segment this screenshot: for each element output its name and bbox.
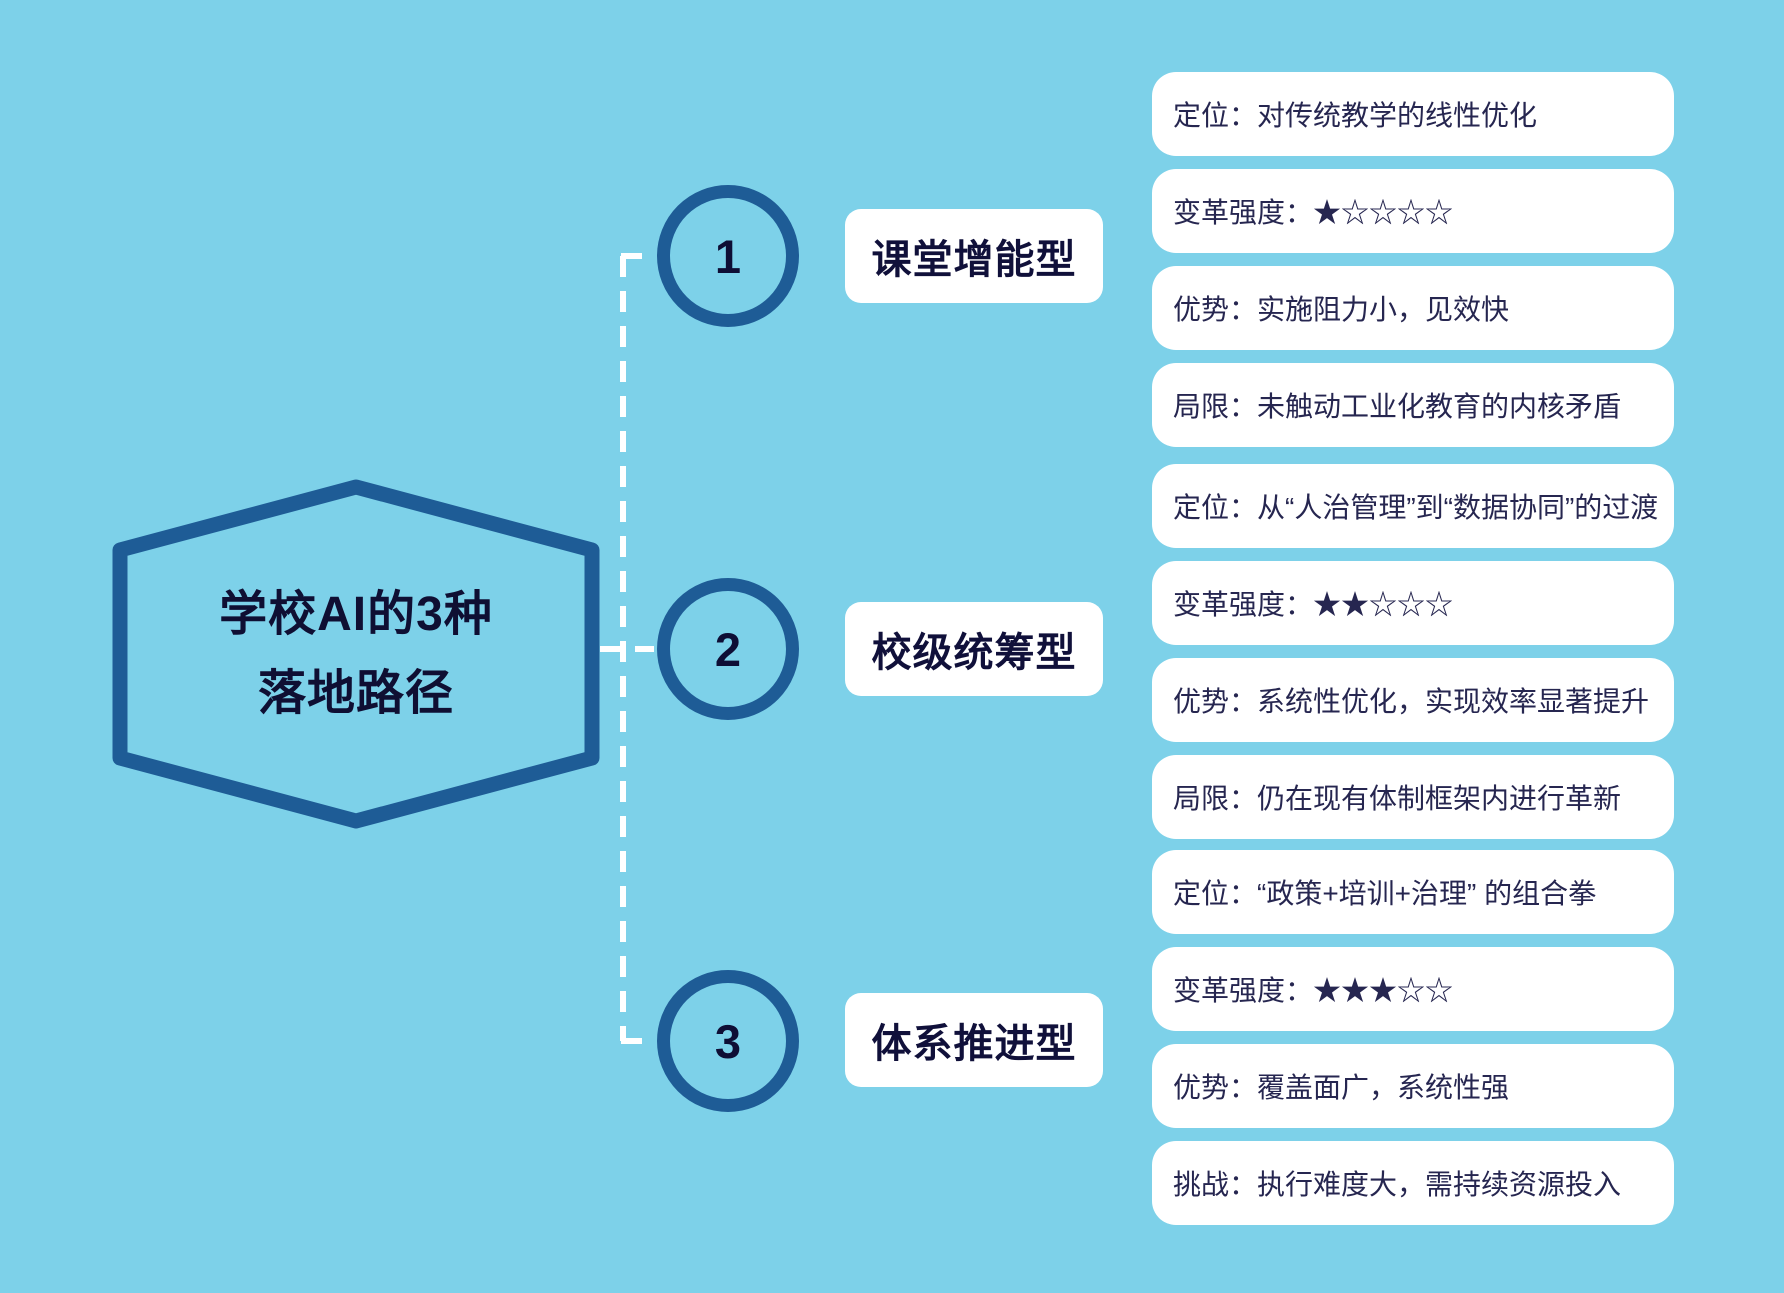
branch-2-card-limitation: 局限：仍在现有体制框架内进行革新 [1152, 755, 1674, 839]
central-topic-line2: 落地路径 [257, 667, 454, 720]
branch-2-number-circle: 2 [657, 578, 799, 720]
branch-3-card-positioning: 定位：“政策+培训+治理” 的组合拳 [1152, 850, 1674, 934]
central-topic: 学校AI的3种 落地路径 [120, 575, 592, 733]
branch-1-card-positioning: 定位：对传统教学的线性优化 [1152, 72, 1674, 156]
branch-2-card-group: 定位：从“人治管理”到“数据协同”的过渡 变革强度：★★☆☆☆ 优势：系统性优化… [1152, 464, 1674, 839]
branch-1-card-limitation: 局限：未触动工业化教育的内核矛盾 [1152, 363, 1674, 447]
branch-3-label: 体系推进型 [845, 993, 1103, 1087]
branch-1-card-advantage: 优势：实施阻力小，见效快 [1152, 266, 1674, 350]
branch-3-card-group: 定位：“政策+培训+治理” 的组合拳 变革强度：★★★☆☆ 优势：覆盖面广，系统… [1152, 850, 1674, 1225]
branch-3-card-challenge: 挑战：执行难度大，需持续资源投入 [1152, 1141, 1674, 1225]
branch-1-card-group: 定位：对传统教学的线性优化 变革强度：★☆☆☆☆ 优势：实施阻力小，见效快 局限… [1152, 72, 1674, 447]
branch-3-card-intensity: 变革强度：★★★☆☆ [1152, 947, 1674, 1031]
branch-3-number-circle: 3 [657, 970, 799, 1112]
branch-2-card-intensity: 变革强度：★★☆☆☆ [1152, 561, 1674, 645]
branch-1-number: 1 [714, 229, 742, 283]
connector-lines [600, 253, 654, 1044]
central-topic-line1: 学校AI的3种 [219, 588, 493, 641]
branch-3-card-advantage: 优势：覆盖面广，系统性强 [1152, 1044, 1674, 1128]
branch-3-number: 3 [714, 1014, 742, 1068]
branch-1-card-intensity: 变革强度：★☆☆☆☆ [1152, 169, 1674, 253]
branch-2-card-positioning: 定位：从“人治管理”到“数据协同”的过渡 [1152, 464, 1674, 548]
branch-2-number: 2 [714, 622, 742, 676]
branch-2-label: 校级统筹型 [845, 602, 1103, 696]
branch-1-number-circle: 1 [657, 185, 799, 327]
branch-2-card-advantage: 优势：系统性优化，实现效率显著提升 [1152, 658, 1674, 742]
branch-1-label: 课堂增能型 [845, 209, 1103, 303]
